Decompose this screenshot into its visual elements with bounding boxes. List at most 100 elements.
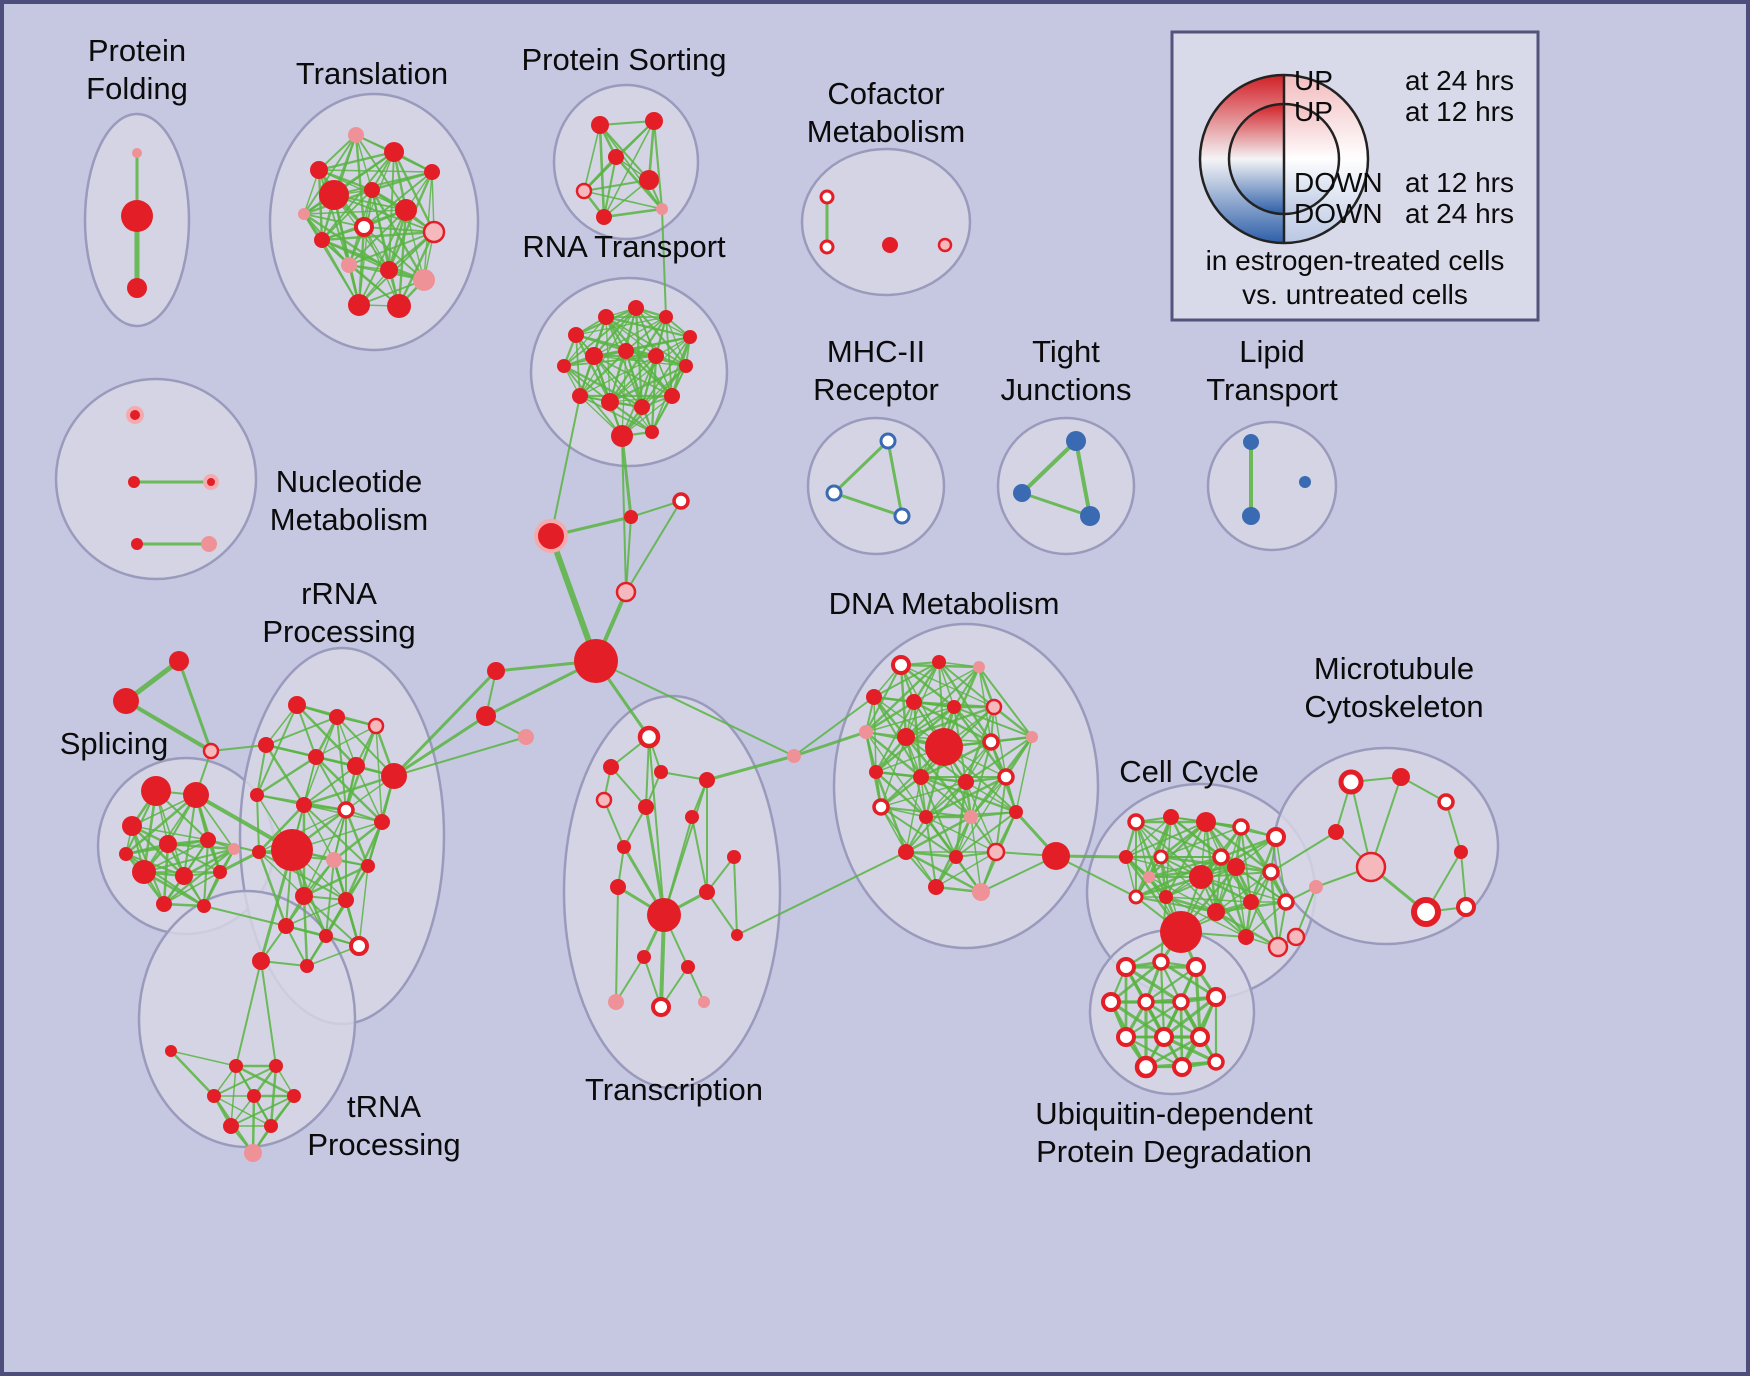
network-edge: [652, 119, 664, 211]
network-node: [132, 860, 156, 884]
network-node: [1328, 824, 1344, 840]
network-node: [1456, 897, 1476, 917]
network-edge: [579, 307, 637, 397]
network-edge: [392, 150, 436, 234]
network-node: [329, 709, 345, 725]
network-edge: [393, 736, 527, 777]
network-edge: [213, 1065, 277, 1097]
cluster-label-protein_sorting: Protein Sorting: [521, 42, 726, 77]
network-node: [1127, 813, 1145, 831]
network-node: [424, 164, 440, 180]
network-node: [919, 810, 933, 824]
network-node: [1160, 911, 1202, 953]
network-node: [1128, 889, 1144, 905]
network-node: [1190, 1027, 1210, 1047]
network-edge: [1270, 831, 1337, 873]
network-node: [367, 717, 385, 735]
network-node: [132, 148, 142, 158]
cluster-label-microtubule: Cytoskeleton: [1304, 689, 1483, 724]
network-node: [1286, 927, 1306, 947]
network-node: [972, 883, 990, 901]
network-node: [659, 310, 673, 324]
network-node: [347, 757, 365, 775]
cluster-protein_sorting: [552, 83, 700, 241]
cluster-ellipses-layer: [54, 83, 1500, 1149]
network-edge: [661, 208, 667, 318]
network-edge: [255, 755, 318, 797]
network-edge: [625, 350, 653, 433]
network-node: [958, 774, 974, 790]
network-node: [932, 655, 946, 669]
network-edge: [363, 226, 435, 233]
network-node: [986, 842, 1006, 862]
network-node: [568, 327, 584, 343]
network-node: [319, 180, 349, 210]
network-node: [1392, 768, 1410, 786]
network-edge: [650, 354, 658, 434]
network-edge: [904, 705, 996, 739]
network-node: [1080, 506, 1100, 526]
network-edge: [955, 776, 1007, 858]
network-edge: [1144, 965, 1198, 1004]
network-node: [819, 239, 835, 255]
network-edge: [625, 516, 632, 593]
network-node: [897, 728, 915, 746]
network-node: [608, 994, 624, 1010]
network-node: [982, 733, 1000, 751]
network-node: [1119, 850, 1133, 864]
network-edge: [592, 306, 638, 358]
network-node: [126, 406, 144, 424]
network-edge: [1147, 820, 1208, 879]
network-node: [278, 918, 294, 934]
network-edge: [625, 316, 667, 352]
network-node: [201, 536, 217, 552]
network-node: [683, 330, 697, 344]
network-edge: [1109, 960, 1163, 1004]
network-edge: [392, 669, 498, 778]
network-node: [1196, 812, 1216, 832]
network-edge: [1269, 870, 1280, 949]
network-node: [295, 887, 313, 905]
network-edge: [358, 279, 425, 306]
network-edge: [598, 119, 656, 127]
network-node: [825, 484, 843, 502]
network-node: [1042, 842, 1070, 870]
network-edge: [970, 811, 1017, 818]
network-edge: [256, 794, 260, 853]
legend-down12-dir: DOWN: [1294, 167, 1383, 198]
network-node: [731, 929, 743, 941]
network-edge: [605, 316, 643, 408]
cluster-label-trna: tRNA: [347, 1089, 421, 1124]
network-node: [310, 161, 328, 179]
network-edge: [317, 150, 396, 172]
network-edge: [256, 704, 298, 796]
network-edge: [886, 439, 904, 518]
network-edge: [162, 847, 236, 906]
network-edge: [865, 706, 955, 733]
network-node: [476, 706, 496, 726]
legend-up-down-glyph: [1198, 73, 1370, 245]
network-node: [937, 237, 953, 253]
legend-up12-dir: UP: [1294, 96, 1333, 127]
network-node: [1277, 893, 1295, 911]
network-edge: [170, 1050, 237, 1067]
network-node: [628, 300, 644, 316]
network-node: [639, 170, 659, 190]
network-node: [349, 936, 369, 956]
network-edge: [615, 956, 645, 1003]
network-node: [1134, 1055, 1158, 1079]
cluster-label-cell_cycle: Cell Cycle: [1119, 754, 1259, 789]
network-edge: [1148, 816, 1172, 878]
cluster-label-rrna: Processing: [262, 614, 415, 649]
network-node: [1009, 805, 1023, 819]
network-node: [308, 749, 324, 765]
network-node: [119, 847, 133, 861]
network-edge: [303, 209, 407, 215]
cluster-label-lipid: Lipid: [1239, 334, 1305, 369]
network-edge: [1215, 856, 1222, 913]
network-edge: [864, 660, 941, 734]
network-edge: [387, 170, 434, 272]
cluster-cofactor: [800, 147, 972, 297]
network-node: [699, 884, 715, 900]
network-edge: [124, 852, 186, 878]
